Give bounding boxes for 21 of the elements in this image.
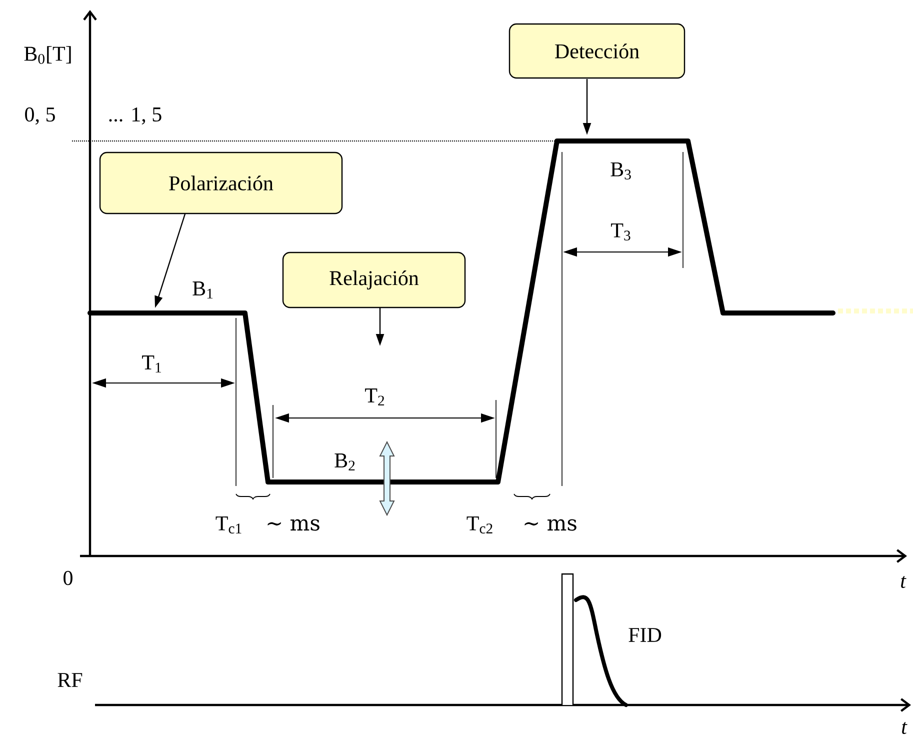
axis-label: B$_{1}$ bbox=[192, 282, 213, 298]
axis-label: T$_{1}$ bbox=[142, 356, 161, 372]
axis-label: FID bbox=[628, 628, 662, 642]
axis-label: ∼ ms bbox=[268, 519, 320, 531]
axis-label: B$_{2}$ bbox=[334, 454, 355, 470]
axis-label: t bbox=[902, 722, 908, 734]
callout-box: Polarización bbox=[99, 152, 343, 214]
callout-box: Relajación bbox=[282, 252, 466, 308]
axis-label: T$_{3}$ bbox=[611, 224, 630, 240]
axis-label: T$_{c1}$ bbox=[216, 516, 242, 534]
axis-label: 0, 5 bbox=[25, 107, 55, 125]
axis-label: RF bbox=[58, 673, 82, 687]
callout-box: Detección bbox=[508, 23, 686, 79]
axis-label: 0 bbox=[64, 570, 72, 586]
axis-label: B$_{0}$[T] bbox=[24, 46, 71, 64]
axis-label: t bbox=[901, 576, 906, 588]
axis-label: T$_{c2}$ bbox=[466, 516, 492, 534]
axis-label: T$_{2}$ bbox=[365, 388, 384, 406]
axis-label: ∼ ms bbox=[524, 519, 576, 531]
axis-label: ... 1, 5 bbox=[109, 107, 162, 125]
axis-label: B$_{3}$ bbox=[610, 162, 631, 180]
